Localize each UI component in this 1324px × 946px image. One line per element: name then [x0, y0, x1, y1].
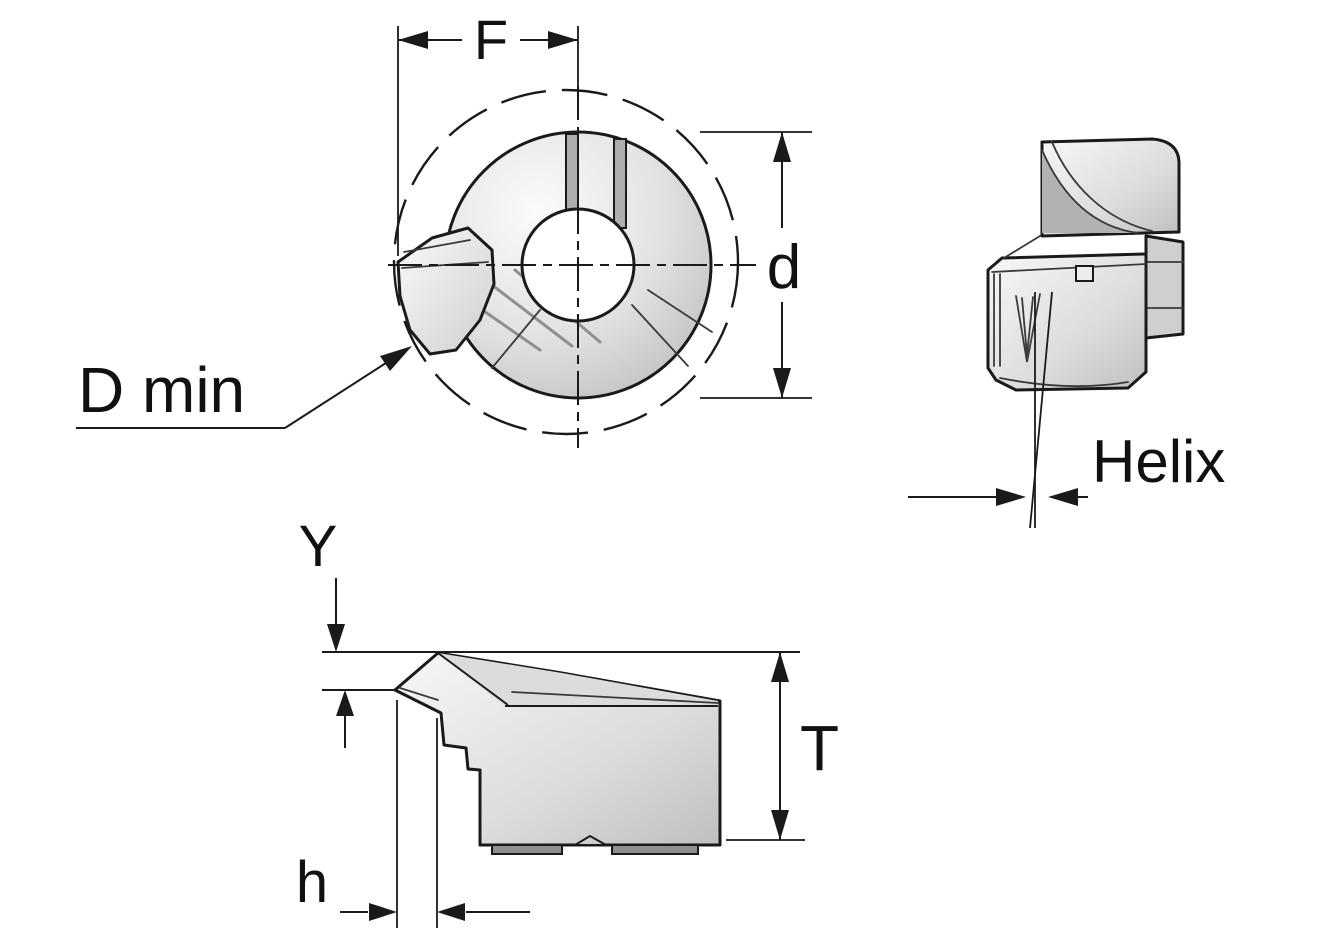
- bottom-shade-curve: [999, 377, 1129, 388]
- d-min-label: D min: [78, 354, 245, 426]
- arrowhead-down-icon: [327, 624, 345, 652]
- side-view-lower-body: [986, 252, 1148, 392]
- side-view-flange: [1144, 234, 1185, 340]
- t-label: T: [800, 712, 839, 784]
- arrowhead-left-icon: [398, 31, 428, 49]
- tooth-facet-line: [403, 239, 471, 253]
- front-view: [388, 86, 756, 448]
- serration-notch: [571, 834, 610, 846]
- arrowhead-right-icon: [996, 488, 1026, 506]
- secondary-slant-line: [511, 691, 719, 704]
- y-label: Y: [299, 514, 338, 579]
- radial-facet-line: [491, 309, 541, 369]
- tooth-facet-line: [399, 687, 439, 701]
- radial-facet-line: [647, 289, 713, 333]
- face-edge-line: [991, 263, 1147, 273]
- tooth-profile-inner: [1026, 296, 1034, 356]
- dimension-t: T: [726, 652, 839, 841]
- side-view: [986, 137, 1185, 392]
- bottom-serration: [491, 844, 563, 855]
- clamp-pocket: [1075, 265, 1094, 282]
- dimension-f: F: [397, 8, 579, 256]
- callout-d-min: D min: [76, 346, 412, 429]
- flute-curve: [1051, 141, 1153, 232]
- tooth-profile-inner: [1021, 297, 1028, 356]
- arrowhead-down-icon: [771, 810, 789, 840]
- h-label: h: [296, 850, 328, 915]
- dimension-helix: Helix: [908, 291, 1225, 529]
- top-wedge-shade: [438, 653, 718, 706]
- mounting-slot: [565, 133, 579, 211]
- f-label: F: [474, 8, 508, 71]
- cutting-tooth: [396, 226, 496, 356]
- tooth-top-facet: [437, 652, 509, 706]
- bottom-serration: [611, 844, 699, 855]
- arrowhead-left-icon: [437, 903, 465, 921]
- radial-facet-line: [631, 304, 689, 367]
- d-label: d: [767, 233, 801, 302]
- arrowhead-down-icon: [773, 368, 791, 398]
- profile-view: [393, 651, 722, 855]
- leader-arrowhead-icon: [380, 346, 412, 371]
- arrowhead-up-icon: [771, 652, 789, 682]
- arrowhead-right-icon: [548, 31, 578, 49]
- angle-slanted-line: [1029, 291, 1053, 529]
- body-join-line: [1003, 235, 1041, 259]
- arrowhead-right-icon: [369, 903, 397, 921]
- dimension-d: d: [700, 131, 812, 399]
- shading-line: [486, 280, 574, 348]
- arrowhead-left-icon: [1048, 488, 1078, 506]
- dimension-y: Y: [299, 514, 800, 748]
- leader-line: [284, 362, 387, 429]
- arrowhead-up-icon: [773, 132, 791, 162]
- flute-curve: [1041, 149, 1139, 234]
- helix-label: Helix: [1092, 428, 1225, 495]
- arrowhead-up-icon: [336, 690, 354, 716]
- mounting-slot: [613, 138, 627, 229]
- dmin-dashed-circle: [392, 88, 740, 436]
- flute-shade: [1042, 150, 1138, 233]
- dimension-h: h: [296, 700, 530, 928]
